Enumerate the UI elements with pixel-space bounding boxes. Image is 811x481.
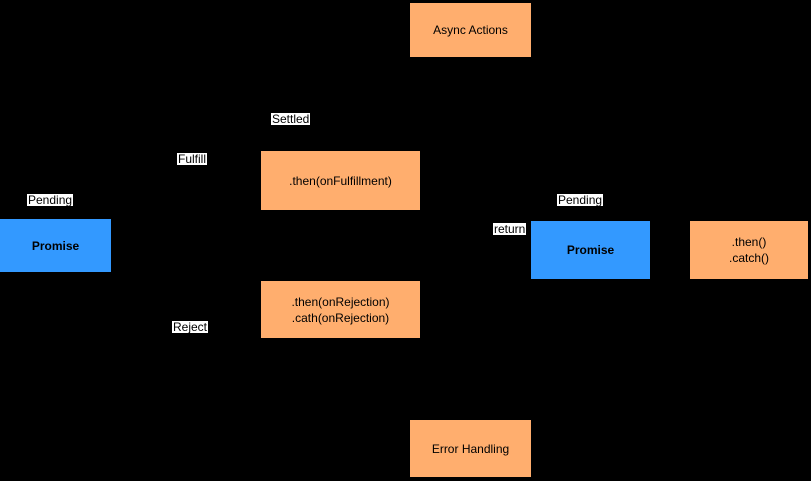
edge-label-pending-right[interactable]: Pending — [557, 193, 604, 207]
node-then-onfulfillment[interactable]: .then(onFulfillment) — [261, 151, 420, 210]
node-then-onrejection[interactable]: .then(onRejection) .cath(onRejection) — [261, 281, 420, 338]
node-then-catch-line1: .then() — [731, 235, 767, 249]
node-error-handling[interactable]: Error Handling — [410, 420, 531, 477]
node-promise-right[interactable]: Promise — [531, 221, 650, 279]
edge-label-fulfill[interactable]: Fulfill — [177, 152, 208, 166]
node-then-catch[interactable]: .then() .catch() — [690, 221, 808, 279]
node-then-catch-line2: .catch() — [728, 251, 769, 265]
node-promise-left[interactable]: Promise — [0, 219, 111, 272]
edge-label-return[interactable]: return — [493, 222, 527, 236]
node-async-actions[interactable]: Async Actions — [410, 3, 531, 57]
edge-label-pending-left[interactable]: Pending — [27, 193, 74, 207]
edge-label-settled[interactable]: Settled — [271, 112, 311, 126]
node-then-onrejection-line2: .cath(onRejection) — [291, 310, 390, 325]
edge-label-reject[interactable]: Reject — [172, 320, 209, 334]
node-then-onrejection-line1: .then(onRejection) — [291, 294, 390, 309]
